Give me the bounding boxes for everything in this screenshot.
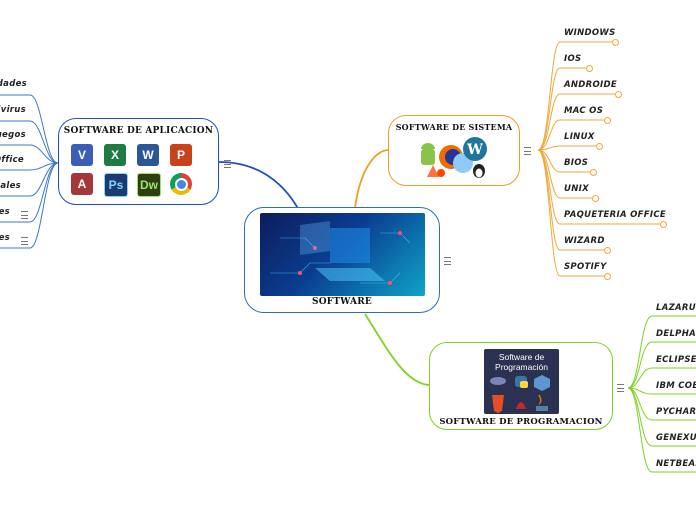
php-logo [490,377,506,385]
note-badge-icon[interactable] [586,65,593,72]
aplicacion-menu-icon[interactable] [224,160,231,168]
sistema-leaf[interactable]: LINUX [564,132,595,142]
programacion-leaf[interactable]: NETBEANS [656,459,696,469]
note-badge-icon[interactable] [590,169,597,176]
leaf-menu-icon[interactable] [21,237,28,245]
cpp-logo [534,375,550,391]
leaf-menu-icon[interactable] [21,211,28,219]
note-badge-icon[interactable] [615,91,622,98]
powerpoint-icon: P [170,144,192,166]
programacion-leaf[interactable]: DELPHA [656,329,696,339]
access-icon: A [71,173,93,195]
aplicacion-leaf[interactable]: Juegos [0,130,26,140]
photoshop-icon: Ps [104,173,128,197]
aplicacion-leaf[interactable]: ociales [0,181,21,191]
aplicacion-leaf[interactable]: res [0,233,10,243]
word-icon: W [137,144,159,166]
sistema-leaf[interactable]: WINDOWS [564,28,616,38]
programacion-leaf[interactable]: GENEXUS [656,433,696,443]
aplicacion-title: SOFTWARE DE APLICACION [63,126,214,136]
dreamweaver-icon: Dw [137,173,161,197]
sistema-leaf[interactable]: MAC OS [564,106,604,116]
programacion-leaf[interactable]: LAZARUS [656,303,696,313]
programacion-leaf[interactable]: ECLIPSE [656,355,696,365]
sistema-leaf[interactable]: SPOTIFY [564,262,607,272]
programacion-leaf[interactable]: IBM COBO [656,381,696,391]
reddit-logo [437,169,445,177]
note-badge-icon[interactable] [592,195,599,202]
sistema-leaf[interactable]: PAQUETERIA OFFICE [564,210,666,220]
sistema-leaf[interactable]: WIZARD [564,236,605,246]
note-badge-icon[interactable] [596,143,603,150]
sistema-leaf[interactable]: IOS [564,54,582,64]
note-badge-icon[interactable] [612,39,619,46]
programacion-image-title: Software de Programación [495,352,548,372]
programacion-title: SOFTWARE DE PROGRAMACION [439,417,603,427]
note-badge-icon[interactable] [660,221,667,228]
programacion-image: Software de Programación [484,349,559,414]
android-logo [421,143,435,165]
central-title: SOFTWARE [312,297,372,307]
programacion-leaf[interactable]: PYCHARM [656,407,696,417]
note-badge-icon[interactable] [604,117,611,124]
sistema-leaf[interactable]: BIOS [564,158,589,168]
sistema-menu-icon[interactable] [524,147,531,155]
ruby-logo [516,402,526,409]
sistema-leaf[interactable]: UNIX [564,184,589,194]
svg-text:W: W [466,142,483,158]
aplicacion-leaf[interactable]: ividades [0,79,27,89]
chrome-icon [170,173,192,195]
aplicacion-leaf[interactable]: res [0,207,10,217]
vlc-logo [427,165,439,177]
java-logo [538,395,542,405]
wordpress-logo [463,137,487,161]
excel-icon: X [104,144,126,166]
aplicacion-leaf[interactable]: tivirus [0,105,26,115]
programacion-menu-icon[interactable] [617,384,624,392]
html5-logo [492,395,504,413]
software-hero-image [260,213,425,296]
sistema-title: SOFTWARE DE SISTEMA [395,122,513,132]
visio-icon: V [71,144,93,166]
note-badge-icon[interactable] [604,247,611,254]
note-badge-icon[interactable] [604,273,611,280]
aplicacion-leaf[interactable]: Office [0,155,24,165]
os-logos-image: W [417,135,493,179]
central-menu-icon[interactable] [444,257,451,265]
sistema-leaf[interactable]: ANDROIDE [564,80,617,90]
